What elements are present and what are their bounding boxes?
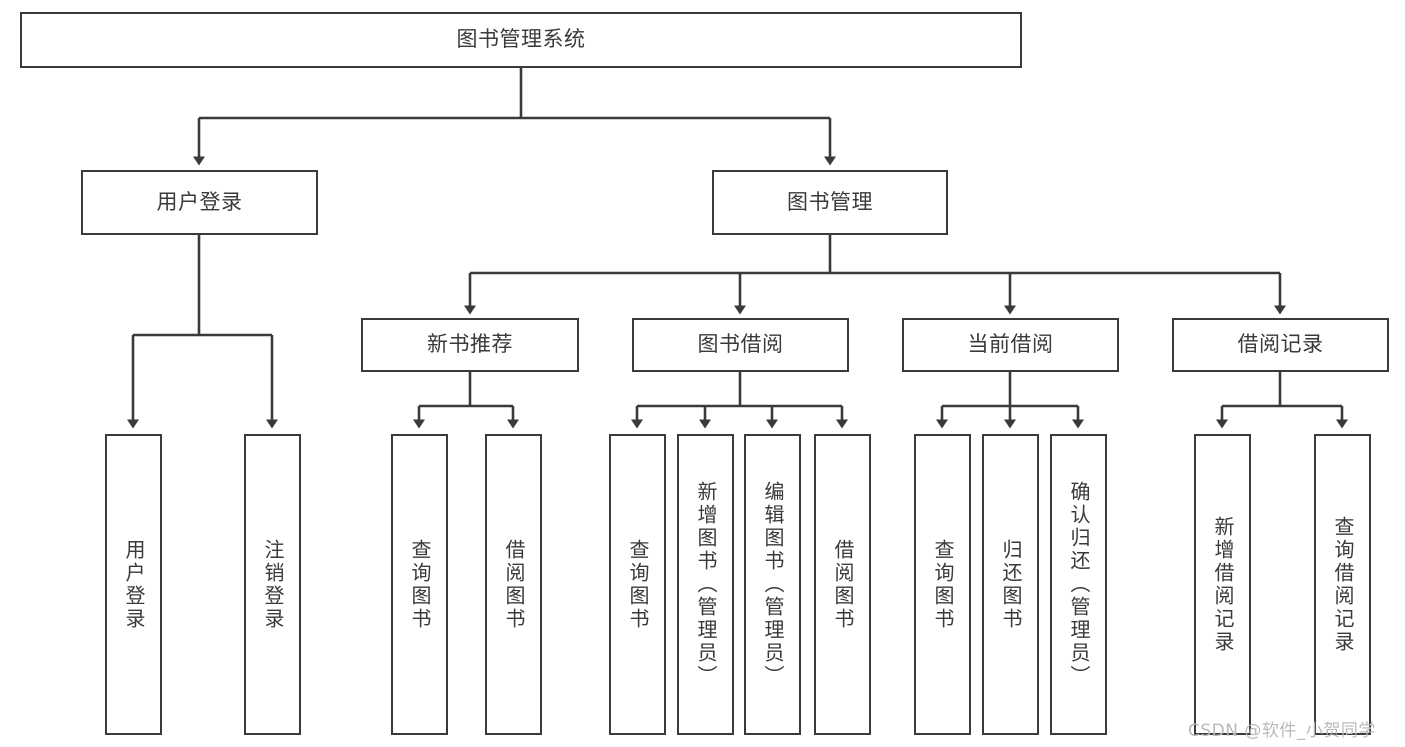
node-label: 确认归还（管理员） [1067,481,1091,688]
leaf-query-book-current[interactable]: 查询图书 [914,434,971,735]
node-book-management[interactable]: 图书管理 [712,170,948,235]
leaf-edit-book-admin[interactable]: 编辑图书（管理员） [744,434,801,735]
leaf-borrow-book-recommend[interactable]: 借阅图书 [485,434,542,735]
node-new-book-recommend[interactable]: 新书推荐 [361,318,579,372]
node-borrow-record[interactable]: 借阅记录 [1172,318,1389,372]
node-root-system[interactable]: 图书管理系统 [20,12,1022,68]
node-label: 借阅记录 [1237,332,1324,357]
leaf-logout-login[interactable]: 注销登录 [244,434,301,735]
node-label: 图书管理系统 [456,27,586,52]
node-label: 图书管理 [787,189,873,214]
node-label: 编辑图书（管理员） [761,481,785,688]
leaf-borrow-book[interactable]: 借阅图书 [814,434,871,735]
node-label: 新书推荐 [427,332,513,357]
leaf-add-borrow-record[interactable]: 新增借阅记录 [1194,434,1251,735]
node-label: 查询图书 [931,538,955,631]
node-label: 查询借阅记录 [1331,515,1355,654]
node-label: 借阅图书 [502,538,526,631]
csdn-watermark: CSDN @软件_小贺同学 [1188,721,1376,741]
node-label: 当前借阅 [967,332,1054,357]
leaf-query-book-borrow[interactable]: 查询图书 [609,434,666,735]
node-label: 用户登录 [122,538,146,631]
node-label: 查询图书 [408,538,432,631]
node-label: 新增借阅记录 [1211,515,1235,654]
node-label: 查询图书 [626,538,650,631]
node-label: 归还图书 [999,538,1023,631]
leaf-return-book[interactable]: 归还图书 [982,434,1039,735]
node-label: 图书借阅 [697,332,784,357]
leaf-query-borrow-record[interactable]: 查询借阅记录 [1314,434,1371,735]
node-current-borrow[interactable]: 当前借阅 [902,318,1119,372]
leaf-confirm-return-admin[interactable]: 确认归还（管理员） [1050,434,1107,735]
node-book-borrow[interactable]: 图书借阅 [632,318,849,372]
node-label: 用户登录 [156,189,243,214]
node-label: 新增图书（管理员） [694,481,718,688]
leaf-user-login[interactable]: 用户登录 [105,434,162,735]
node-user-login[interactable]: 用户登录 [81,170,318,235]
node-label: 注销登录 [261,538,285,631]
node-label: 借阅图书 [831,538,855,631]
leaf-add-book-admin[interactable]: 新增图书（管理员） [677,434,734,735]
leaf-query-book-recommend[interactable]: 查询图书 [391,434,448,735]
